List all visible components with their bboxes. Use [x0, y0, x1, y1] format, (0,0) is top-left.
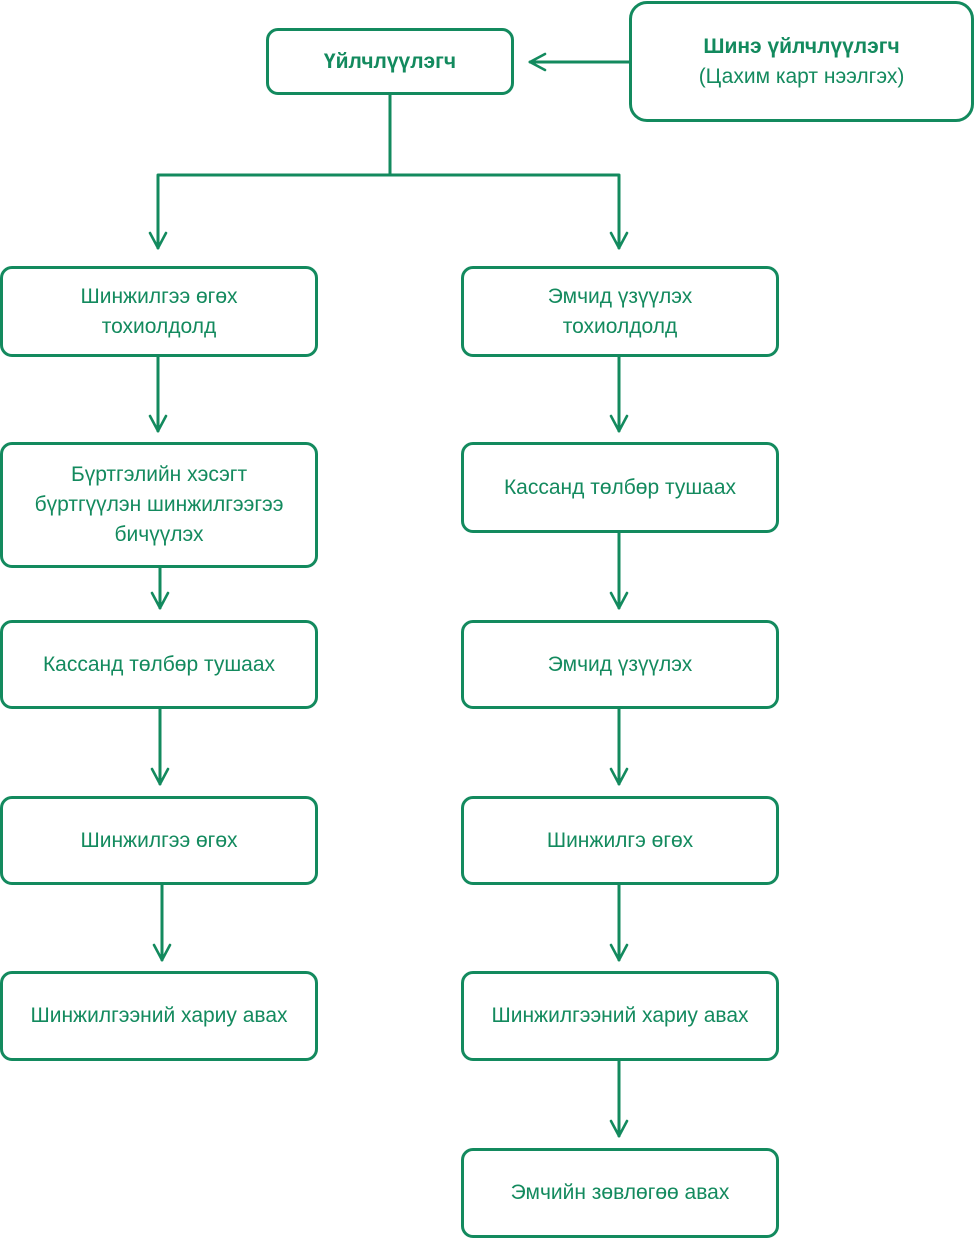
connector-user-to-right-branch — [388, 173, 629, 250]
node-left-get-results: Шинжилгээний хариу авах — [0, 971, 318, 1061]
node-label-line: Шинжилгээ өгөх — [80, 828, 238, 852]
node-label-line: тохиолдолд — [101, 314, 217, 338]
node-label-line: Эмчид үзүүлэх — [547, 284, 693, 308]
node-right-cashier-payment: Кассанд төлбөр тушаах — [461, 442, 779, 533]
node-label-line: Шинжилгээ өгөх — [80, 284, 238, 308]
node-right-doctor-visit: Эмчид үзүүлэх — [461, 620, 779, 709]
node-new-user-title: Шинэ үйлчлүүлэгч — [703, 34, 900, 58]
connector-user-to-left-branch — [148, 173, 392, 250]
node-label-line: бүртгүүлэн шинжилгээгээ — [34, 493, 284, 516]
node-label-line: тохиолдолд — [562, 314, 678, 338]
node-right-give-analysis: Шинжилгэ өгөх — [461, 796, 779, 885]
node-user: Үйлчлүүлэгч — [266, 28, 514, 95]
node-new-user-subtitle: (Цахим карт нээлгэх) — [698, 64, 905, 88]
node-left-analysis-case: Шинжилгээ өгөх тохиолдолд — [0, 266, 318, 357]
node-label-line: Эмчид үзүүлэх — [547, 652, 693, 676]
node-label-line: Шинжилгээний хариу авах — [30, 1004, 288, 1027]
node-label-line: бичүүлэх — [114, 523, 204, 546]
node-label-line: Кассанд төлбөр тушаах — [42, 652, 276, 676]
node-label-line: Шинжилгэ өгөх — [546, 828, 694, 852]
node-label-line: Шинжилгээний хариу авах — [491, 1004, 749, 1027]
node-label-line: Бүртгэлийн хэсэгт — [70, 463, 248, 486]
node-right-get-results: Шинжилгээний хариу авах — [461, 971, 779, 1061]
node-left-cashier-payment: Кассанд төлбөр тушаах — [0, 620, 318, 709]
node-left-registration: Бүртгэлийн хэсэгт бүртгүүлэн шинжилгээгэ… — [0, 442, 318, 568]
node-label-line: Кассанд төлбөр тушаах — [503, 475, 737, 499]
node-right-doctor-case: Эмчид үзүүлэх тохиолдолд — [461, 266, 779, 357]
node-user-label: Үйлчлүүлэгч — [323, 49, 457, 73]
node-left-give-analysis: Шинжилгээ өгөх — [0, 796, 318, 885]
node-right-doctor-advice: Эмчийн зөвлөгөө авах — [461, 1148, 779, 1238]
node-label-line: Эмчийн зөвлөгөө авах — [510, 1181, 730, 1204]
node-new-user: Шинэ үйлчлүүлэгч (Цахим карт нээлгэх) — [629, 1, 974, 122]
